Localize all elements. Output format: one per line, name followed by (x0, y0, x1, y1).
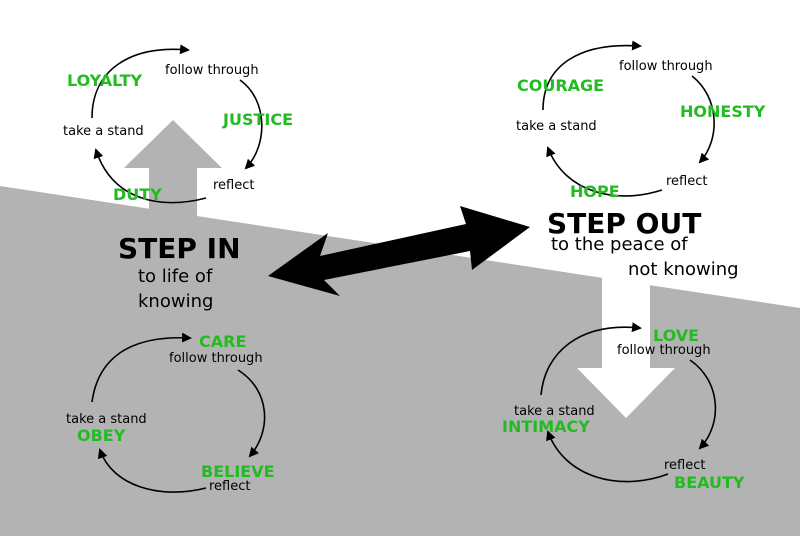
cycle-arrow (540, 322, 642, 396)
value-courage: COURAGE (517, 76, 604, 95)
step-in-title: STEP IN (118, 232, 241, 265)
value-care: CARE (199, 332, 246, 351)
cycle-arrow (691, 75, 715, 164)
cycle-top-right: follow through take a stand reflect COUR… (516, 40, 766, 201)
value-believe: BELIEVE (201, 462, 275, 481)
cycle-arrow (239, 79, 263, 170)
reflect-label: reflect (664, 458, 706, 473)
value-loyalty: LOYALTY (67, 71, 143, 90)
reflect-label: reflect (666, 174, 708, 189)
follow-through-label: follow through (169, 351, 263, 366)
value-intimacy: INTIMACY (502, 417, 590, 436)
value-obey: OBEY (77, 426, 126, 445)
grey-ground-region (0, 186, 800, 536)
cycle-arrow (97, 448, 207, 493)
cycle-arrow (91, 44, 190, 119)
take-a-stand-label: take a stand (514, 404, 595, 419)
cycle-arrow (542, 40, 642, 111)
cycle-bottom-left: follow through take a stand reflect CARE… (66, 332, 275, 494)
reflect-label: reflect (209, 479, 251, 494)
follow-through-label: follow through (617, 343, 711, 358)
step-in-up-arrow (124, 120, 222, 222)
cycle-arrow (93, 148, 207, 204)
reflect-label: reflect (213, 178, 255, 193)
follow-through-label: follow through (165, 63, 259, 78)
cycle-bottom-right: follow through take a stand reflect LOVE… (502, 322, 745, 492)
cycle-arrow (546, 146, 663, 197)
cycle-arrow (689, 359, 717, 450)
take-a-stand-label: take a stand (63, 124, 144, 139)
take-a-stand-label: take a stand (66, 412, 147, 427)
cycle-top-left: follow through take a stand reflect LOYA… (63, 44, 293, 204)
double-headed-arrow (268, 206, 530, 296)
step-in-line1: to life of (138, 266, 213, 287)
value-love: LOVE (653, 326, 699, 345)
value-hope: HOPE (570, 182, 620, 201)
step-out-line2: not knowing (628, 259, 739, 280)
value-honesty: HONESTY (680, 102, 766, 121)
cycle-arrow (91, 332, 192, 403)
value-duty: DUTY (113, 185, 162, 204)
step-out-title: STEP OUT (547, 207, 701, 240)
value-beauty: BEAUTY (674, 473, 745, 492)
follow-through-label: follow through (619, 59, 713, 74)
value-justice: JUSTICE (222, 110, 293, 129)
step-in-line2: knowing (138, 291, 213, 312)
cycle-arrow (237, 369, 266, 458)
cycle-arrow (546, 430, 669, 483)
take-a-stand-label: take a stand (516, 119, 597, 134)
step-out-line1: to the peace of (551, 234, 688, 255)
step-out-down-arrow (577, 278, 675, 418)
